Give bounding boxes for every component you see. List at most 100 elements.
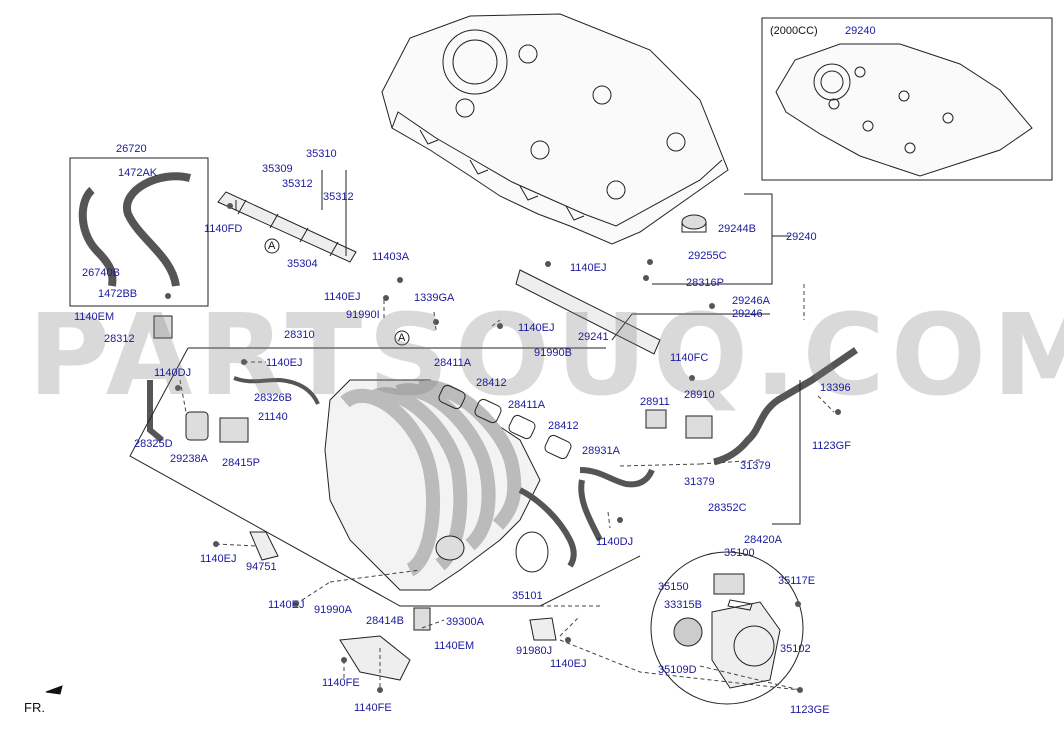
callout-35312-b[interactable]: 35312 bbox=[323, 191, 354, 203]
callout-28352c[interactable]: 28352C bbox=[708, 502, 747, 514]
variant-note: (2000CC) bbox=[770, 25, 818, 37]
ref-circle-a-2 bbox=[394, 330, 410, 346]
callout-29244b[interactable]: 29244B bbox=[718, 223, 756, 235]
gasket-1 bbox=[438, 384, 466, 410]
callout-1140dj-a[interactable]: 1140DJ bbox=[154, 367, 192, 379]
gasket-3 bbox=[508, 414, 536, 440]
callout-1140ej-a[interactable]: 1140EJ bbox=[324, 291, 361, 303]
callout-28420a[interactable]: 28420A bbox=[744, 534, 782, 546]
callout-35150[interactable]: 35150 bbox=[658, 581, 689, 593]
callout-91990a[interactable]: 91990A bbox=[314, 604, 352, 616]
front-arrow-icon bbox=[45, 685, 63, 695]
valve-28312-drawing bbox=[153, 315, 173, 339]
bracket-28414b-drawing bbox=[339, 635, 411, 681]
callout-1140ej-f[interactable]: 1140EJ bbox=[268, 599, 305, 611]
callout-31379-a[interactable]: 31379 bbox=[740, 460, 771, 472]
hose-group-box bbox=[69, 157, 209, 307]
fuel-rail-drawing bbox=[217, 191, 357, 263]
callout-29240[interactable]: 29240 bbox=[786, 231, 817, 243]
callout-1472ak[interactable]: 1472AK bbox=[118, 167, 158, 179]
watermark: PARTSOUQ.COM bbox=[28, 291, 1064, 421]
callout-94751[interactable]: 94751 bbox=[246, 561, 277, 573]
callout-35304[interactable]: 35304 bbox=[287, 258, 318, 270]
callout-1123gf[interactable]: 1123GF bbox=[812, 440, 851, 452]
callout-91990i[interactable]: 91990I bbox=[346, 309, 380, 321]
hose-26740b-drawing bbox=[78, 186, 117, 287]
callout-1140ej-e[interactable]: 1140EJ bbox=[200, 553, 237, 565]
coolant-pipe-drawing bbox=[713, 347, 858, 466]
callout-91990b[interactable]: 91990B bbox=[534, 347, 572, 359]
callout-28910[interactable]: 28910 bbox=[684, 389, 715, 401]
callout-33315b[interactable]: 33315B bbox=[664, 599, 702, 611]
callout-1339ga[interactable]: 1339GA bbox=[414, 292, 455, 304]
callout-1140ej-b[interactable]: 1140EJ bbox=[266, 357, 303, 369]
callout-29246[interactable]: 29246 bbox=[732, 308, 763, 320]
valve-28910-drawing bbox=[685, 415, 713, 439]
callout-28412-b[interactable]: 28412 bbox=[548, 420, 579, 432]
throttle-body-drawing bbox=[711, 601, 781, 689]
callout-29246a[interactable]: 29246A bbox=[732, 295, 770, 307]
callout-29240-variant[interactable]: 29240 bbox=[845, 25, 876, 37]
callout-1140fe-a[interactable]: 1140FE bbox=[322, 677, 360, 689]
valve-29238a-drawing bbox=[185, 411, 209, 441]
callout-13396[interactable]: 13396 bbox=[820, 382, 851, 394]
throttle-plate bbox=[673, 617, 703, 647]
callout-28310[interactable]: 28310 bbox=[284, 329, 315, 341]
callout-35100[interactable]: 35100 bbox=[724, 547, 755, 559]
callout-29241[interactable]: 29241 bbox=[578, 331, 609, 343]
tps-sensor-drawing bbox=[713, 573, 745, 595]
front-label: FR. bbox=[24, 700, 45, 715]
callout-35312-a[interactable]: 35312 bbox=[282, 178, 313, 190]
gasket-4 bbox=[544, 434, 572, 460]
ref-a-2: A bbox=[398, 332, 406, 344]
callout-1140ej-d[interactable]: 1140EJ bbox=[570, 262, 607, 274]
ref-circle-a-1 bbox=[264, 238, 280, 254]
callout-1140em-b[interactable]: 1140EM bbox=[434, 640, 475, 652]
callout-31379-b[interactable]: 31379 bbox=[684, 476, 715, 488]
callout-29255c[interactable]: 29255C bbox=[688, 250, 727, 262]
throttle-body-callout-circle bbox=[650, 551, 804, 705]
callout-28312[interactable]: 28312 bbox=[104, 333, 135, 345]
callout-11403a[interactable]: 11403A bbox=[372, 251, 410, 263]
callout-28411a-a[interactable]: 28411A bbox=[434, 357, 472, 369]
callout-28411a-b[interactable]: 28411A bbox=[508, 399, 546, 411]
bracket-29241-drawing bbox=[515, 269, 661, 355]
callout-28931a[interactable]: 28931A bbox=[582, 445, 620, 457]
callout-28326b[interactable]: 28326B bbox=[254, 392, 292, 404]
callout-35101[interactable]: 35101 bbox=[512, 590, 543, 602]
callout-35310[interactable]: 35310 bbox=[306, 148, 337, 160]
ref-a-1: A bbox=[268, 240, 276, 252]
callout-35102[interactable]: 35102 bbox=[780, 643, 811, 655]
bolts-group bbox=[165, 175, 841, 693]
callout-26740b[interactable]: 26740B bbox=[82, 267, 120, 279]
callout-1140fc[interactable]: 1140FC bbox=[670, 352, 709, 364]
callout-1140fe-b[interactable]: 1140FE bbox=[354, 702, 392, 714]
callout-28325d[interactable]: 28325D bbox=[134, 438, 173, 450]
callout-28316p[interactable]: 28316P bbox=[686, 277, 724, 289]
callout-1472bb[interactable]: 1472BB bbox=[98, 288, 138, 300]
callout-28415p[interactable]: 28415P bbox=[222, 457, 260, 469]
callout-28412-a[interactable]: 28412 bbox=[476, 377, 507, 389]
callout-1140dj-b[interactable]: 1140DJ bbox=[596, 536, 634, 548]
callout-35309[interactable]: 35309 bbox=[262, 163, 293, 175]
callout-28414b[interactable]: 28414B bbox=[366, 615, 404, 627]
callout-29238a[interactable]: 29238A bbox=[170, 453, 208, 465]
callout-39300a[interactable]: 39300A bbox=[446, 616, 484, 628]
callout-35117e[interactable]: 35117E bbox=[778, 575, 816, 587]
callout-1140em-a[interactable]: 1140EM bbox=[74, 311, 115, 323]
callout-21140[interactable]: 21140 bbox=[258, 411, 288, 423]
hose-1472ak-drawing bbox=[123, 172, 192, 287]
callout-35109d[interactable]: 35109D bbox=[658, 664, 697, 676]
valve-28415p-drawing bbox=[219, 417, 249, 443]
oil-cap-drawing bbox=[681, 214, 707, 230]
callout-1140fd[interactable]: 1140FD bbox=[204, 223, 243, 235]
callout-28911[interactable]: 28911 bbox=[640, 396, 670, 408]
callout-1140ej-g[interactable]: 1140EJ bbox=[550, 658, 587, 670]
engine-cover-drawing bbox=[381, 13, 729, 245]
callout-1140ej-c[interactable]: 1140EJ bbox=[518, 322, 555, 334]
callout-1123ge[interactable]: 1123GE bbox=[790, 704, 830, 716]
callout-91980j[interactable]: 91980J bbox=[516, 645, 553, 657]
callout-26720[interactable]: 26720 bbox=[116, 143, 147, 155]
